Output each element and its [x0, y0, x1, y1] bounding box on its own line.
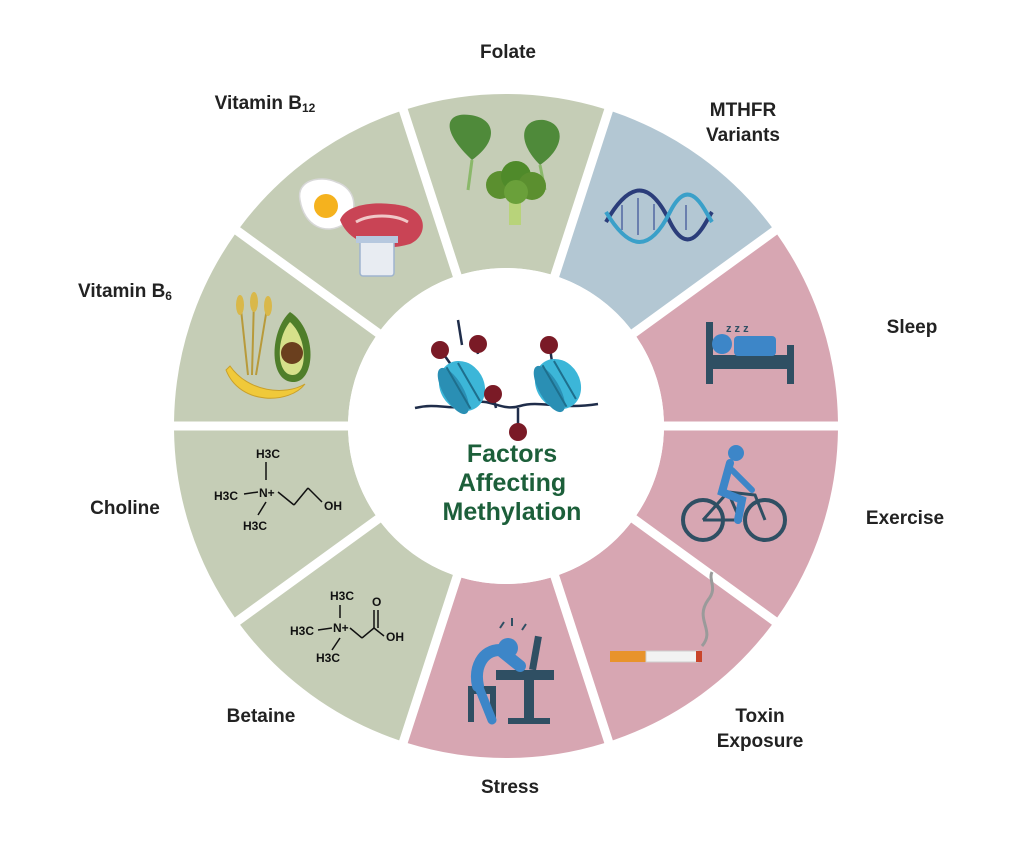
label-betaine: Betaine	[226, 706, 296, 727]
label-exercise: Exercise	[865, 508, 945, 529]
choline-top-methyl: H3C	[256, 447, 280, 461]
label-vitamin-b12: Vitamin B12	[195, 91, 335, 121]
cigarette-icon	[610, 571, 715, 663]
label-toxin-exposure: Toxin Exposure	[695, 704, 825, 754]
egg-meat-yogurt-icon	[298, 178, 423, 277]
center-circle	[348, 268, 664, 584]
label-b12-text: Vitamin B	[214, 93, 302, 114]
choline-structure-icon: H3C H3C N+ H3C OH	[214, 447, 342, 533]
betaine-carbonyl-oxygen: O	[372, 595, 381, 609]
label-folate: Folate	[480, 42, 536, 63]
label-b12-subscript: 12	[301, 101, 316, 115]
label-stress: Stress	[480, 777, 540, 798]
betaine-left-methyl: H3C	[290, 624, 314, 638]
label-choline: Choline	[90, 498, 160, 519]
segment-b6	[174, 234, 376, 422]
segment-exercise	[636, 430, 838, 618]
sleeping-bed-icon: z z z	[706, 322, 794, 384]
label-b6-subscript: 6	[165, 289, 172, 303]
svg-text:z z z: z z z	[726, 323, 749, 335]
segment-betaine	[240, 522, 453, 741]
choline-left-methyl: H3C	[214, 489, 238, 503]
label-sleep: Sleep	[886, 317, 938, 338]
dna-helix-icon	[604, 188, 714, 244]
choline-bottom-methyl: H3C	[243, 519, 267, 533]
label-toxin-line-1: Toxin	[735, 706, 785, 727]
label-b6-text: Vitamin B	[78, 281, 166, 302]
choline-nitrogen: N+	[259, 486, 275, 500]
label-vitamin-b6: Vitamin B6	[60, 279, 190, 309]
center-title-line-2: Affecting	[457, 469, 567, 497]
segment-choline	[174, 430, 376, 618]
center-title-line-1: Factors	[466, 440, 558, 468]
segment-toxin	[559, 522, 772, 741]
leafy-greens-icon	[449, 114, 560, 225]
center-title-line-3: Methylation	[442, 498, 582, 526]
dna-methylation-icon	[414, 319, 599, 441]
label-mthfr-line-2: Variants	[706, 125, 780, 146]
betaine-top-methyl: H3C	[330, 589, 354, 603]
betaine-nitrogen: N+	[333, 621, 349, 635]
label-mthfr-line-1: MTHFR	[709, 100, 777, 121]
label-mthfr-variants: MTHFR Variants	[683, 98, 803, 148]
center-title: Factors Affecting Methylation	[412, 440, 612, 527]
label-toxin-line-2: Exposure	[716, 731, 804, 752]
choline-hydroxyl: OH	[324, 499, 342, 513]
wheat-avocado-banana-icon	[225, 292, 311, 399]
wheel-segments	[174, 93, 838, 759]
betaine-bottom-methyl: H3C	[316, 651, 340, 665]
segment-stress	[407, 577, 605, 759]
cyclist-icon	[681, 445, 787, 542]
betaine-hydroxyl: OH	[386, 630, 404, 644]
betaine-structure-icon: H3C H3C N+ H3C O OH	[290, 589, 404, 665]
stressed-person-icon	[468, 618, 554, 725]
